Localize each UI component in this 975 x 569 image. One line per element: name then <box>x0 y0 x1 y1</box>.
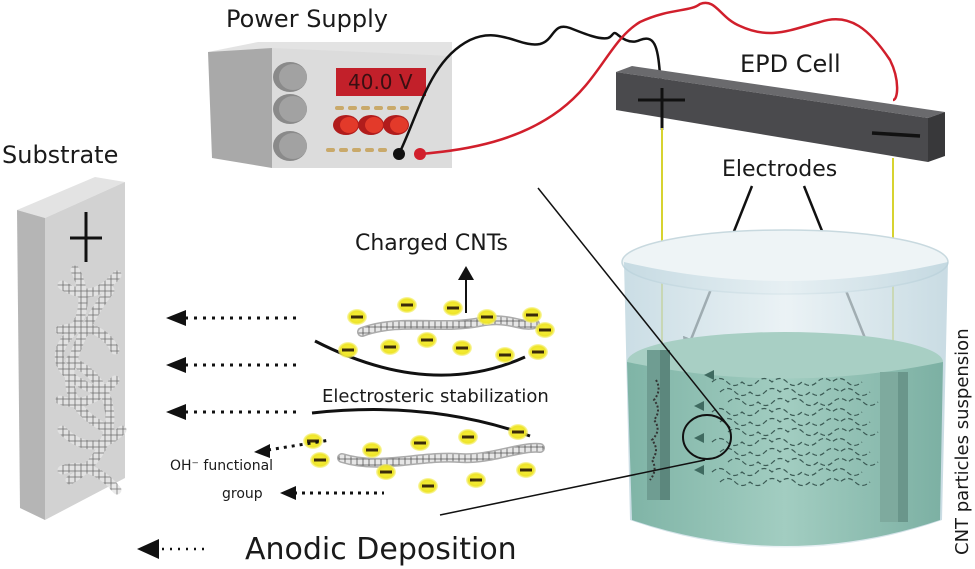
deposited-cnt-layer <box>649 379 660 481</box>
knob-face-icon <box>279 64 307 90</box>
charged-cnts-label: Charged CNTs <box>355 231 508 256</box>
epd-cell-label: EPD Cell <box>740 50 841 78</box>
electrosteric-label: Electrosteric stabilization <box>322 386 549 407</box>
suspended-cnt <box>727 427 879 437</box>
suspended-cnt <box>719 447 871 457</box>
knob-face-icon <box>279 133 307 159</box>
group-label: group <box>222 486 263 502</box>
oh-arrow-line <box>267 438 331 452</box>
beaker <box>621 229 949 548</box>
power-supply: Power Supply 40.0 V <box>208 5 452 168</box>
bar-top-face <box>616 66 945 118</box>
suspended-cnt <box>711 467 863 477</box>
red-buttons <box>333 115 409 135</box>
deposition-arrows <box>166 310 298 420</box>
bar-front-face <box>616 72 928 162</box>
power-supply-label: Power Supply <box>226 5 388 33</box>
suspended-cnt <box>719 387 871 397</box>
power-supply-side <box>208 48 272 168</box>
magnify-circle <box>682 414 732 460</box>
arrow-left-icon <box>280 486 296 500</box>
cnt-tube-lower-mesh <box>338 444 544 467</box>
arrow-left-icon <box>166 310 186 326</box>
zoom-line-bottom <box>439 459 706 516</box>
indicator-lights-lower <box>326 148 387 152</box>
migration-arrow-icon <box>694 465 704 475</box>
stabilization-curve-lower <box>311 408 531 438</box>
anode-side <box>660 350 670 500</box>
negative-charges <box>303 297 555 494</box>
arrow-left-icon <box>166 357 186 373</box>
epd-cell-bar: EPD Cell <box>616 50 945 162</box>
knob-face-icon <box>279 96 307 122</box>
electrodes-label: Electrodes <box>722 157 837 182</box>
oh-functional-label: OH⁻ functional <box>170 458 273 474</box>
migration-arrows <box>694 370 714 475</box>
suspended-cnt <box>719 417 871 427</box>
black-wire <box>397 25 664 155</box>
substrate-label: Substrate <box>2 141 118 169</box>
migration-arrow-icon <box>694 401 704 411</box>
cathode-side <box>898 372 908 522</box>
suspended-cnt <box>711 407 863 417</box>
voltage-readout: 40.0 V <box>348 70 413 94</box>
suspended-cnts <box>711 377 879 487</box>
suspended-cnt <box>727 457 879 467</box>
arrow-left-icon <box>254 444 270 458</box>
arrow-left-icon <box>137 539 159 559</box>
migration-arrow-icon <box>694 433 704 443</box>
zoom-line-top <box>537 187 731 429</box>
cnt-suspension <box>627 362 943 546</box>
suspended-cnt <box>711 377 863 387</box>
suspension-label: CNT particles suspension <box>952 328 973 555</box>
suspended-cnt <box>719 477 871 487</box>
migration-arrow-icon <box>704 370 714 380</box>
charged-cnt-detail: Charged CNTs Electrosteric stabilization… <box>170 231 555 502</box>
negative-sign-icon <box>871 131 921 138</box>
red-button-face-icon <box>390 117 408 133</box>
arrow-up-icon <box>458 266 474 280</box>
suspended-cnt <box>727 397 879 407</box>
bar-end-face <box>928 112 945 162</box>
anodic-deposition-label: Anodic Deposition <box>245 532 517 567</box>
substrate-side <box>17 210 45 520</box>
substrate: Substrate <box>2 141 127 520</box>
arrow-left-icon <box>166 404 186 420</box>
suspended-cnt <box>711 437 863 447</box>
indicator-lights <box>335 106 409 110</box>
knob-icons <box>273 62 307 161</box>
substrate-top <box>17 177 125 218</box>
red-wire <box>419 1 899 156</box>
anodic-deposition-legend: Anodic Deposition <box>137 532 517 567</box>
voltage-display <box>336 68 426 96</box>
deposited-cnt-network <box>54 265 127 495</box>
red-button-face-icon <box>365 117 383 133</box>
red-button-face-icon <box>340 117 358 133</box>
cnt-tube-upper-mesh <box>358 316 539 336</box>
